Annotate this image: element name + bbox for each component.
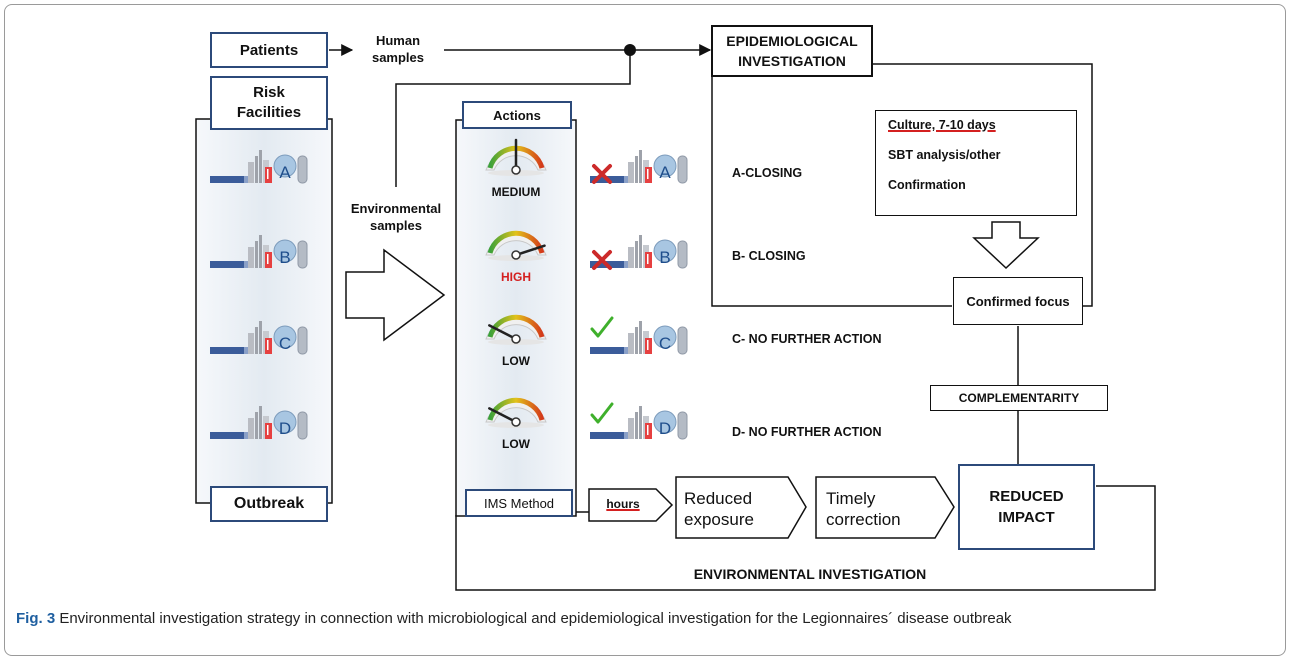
environmental-investigation-label: ENVIRONMENTAL INVESTIGATION xyxy=(693,566,927,582)
figure-caption: Fig. 3 Environmental investigation strat… xyxy=(16,608,1256,629)
gauge-needle xyxy=(488,324,518,341)
environmental-samples-line xyxy=(395,50,631,187)
lab-step-confirmation: Confirmation xyxy=(888,178,966,192)
epidemiological-investigation-box: EPIDEMIOLOGICAL INVESTIGATION xyxy=(711,25,873,77)
outcome-letter-b: B xyxy=(659,248,670,267)
gauges-group xyxy=(486,138,546,428)
figure-frame xyxy=(4,4,1286,656)
reduced-exposure-chevron xyxy=(675,476,807,539)
lab-steps-box: Culture, 7-10 days SBT analysis/other Co… xyxy=(875,110,1077,216)
hours-label: hours xyxy=(606,497,640,511)
risk-facilities-box: Risk Facilities xyxy=(210,76,328,130)
check-icon xyxy=(590,316,614,338)
outcome-a-label: A-CLOSING xyxy=(732,166,803,180)
facility-letter-b: B xyxy=(279,248,290,267)
gauge-hub xyxy=(511,250,521,260)
facility-letter-d: D xyxy=(279,419,291,438)
environmental-samples-label: Environmental samples xyxy=(350,201,442,233)
ims-method-box: IMS Method xyxy=(465,489,573,517)
timely-correction-label: Timely correction xyxy=(826,489,901,529)
outcome-c-label: C- NO FURTHER ACTION xyxy=(732,332,882,346)
risk-gauge xyxy=(486,138,546,176)
lab-step-sbt: SBT analysis/other xyxy=(888,148,1001,162)
figure-caption-text: Environmental investigation strategy in … xyxy=(55,610,1012,627)
complementarity-box: COMPLEMENTARITY xyxy=(930,385,1108,411)
human-samples-label: Human samples xyxy=(371,33,425,65)
risk-gauge xyxy=(486,400,546,428)
outcome-facility-d xyxy=(589,405,688,440)
facility-letter-a: A xyxy=(279,163,291,182)
gauge-needle xyxy=(488,407,518,424)
outcome-d-label: D- NO FURTHER ACTION xyxy=(732,425,882,439)
risk-gauge xyxy=(486,317,546,345)
reduced-exposure-label: Reduced exposure xyxy=(684,489,754,529)
gauge-level-b: HIGH xyxy=(501,270,531,284)
outcome-b-label: B- CLOSING xyxy=(732,249,806,263)
gauge-needle xyxy=(514,244,546,257)
actions-box: Actions xyxy=(462,101,572,129)
gauge-level-c: LOW xyxy=(502,354,530,368)
reduced-impact-box: REDUCED IMPACT xyxy=(958,464,1095,550)
down-arrow xyxy=(972,221,1040,270)
patients-box: Patients xyxy=(210,32,328,68)
figure-label: Fig. 3 xyxy=(16,610,56,627)
risk-gauge xyxy=(486,233,546,261)
outcome-letter-c: C xyxy=(659,334,671,353)
gauge-hub xyxy=(511,334,521,344)
facility-letter-c: C xyxy=(279,334,291,353)
flow-diagram: A B C D A B C D xyxy=(195,44,1156,591)
hours-chevron xyxy=(588,488,674,522)
outcome-letter-d: D xyxy=(659,419,671,438)
epi-bracket-left xyxy=(711,70,952,307)
junction-dot xyxy=(624,44,636,56)
gauge-hub xyxy=(511,417,521,427)
check-icon xyxy=(590,402,614,424)
gauge-hub xyxy=(511,165,521,175)
lab-step-culture: Culture, 7-10 days xyxy=(888,118,996,132)
gauge-level-a: MEDIUM xyxy=(491,185,541,199)
gauge-level-d: LOW xyxy=(502,437,530,451)
big-right-arrow xyxy=(345,248,446,342)
confirmed-focus-box: Confirmed focus xyxy=(953,277,1083,325)
timely-correction-chevron xyxy=(815,476,955,539)
epi-bracket-right xyxy=(872,63,1093,307)
outcome-letter-a: A xyxy=(659,163,671,182)
env-investigation-bracket xyxy=(455,485,1156,591)
outbreak-box: Outbreak xyxy=(210,486,328,522)
